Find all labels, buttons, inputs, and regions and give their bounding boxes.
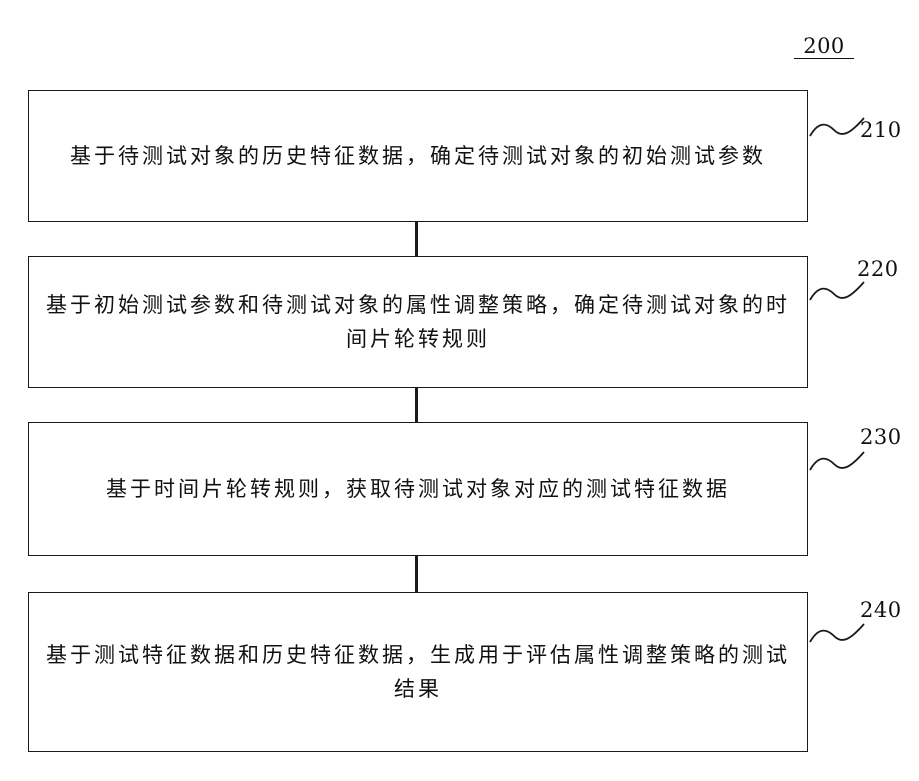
step-text-230: 基于时间片轮转规则，获取待测试对象对应的测试特征数据 (38, 472, 798, 506)
connector-210-220 (415, 222, 418, 256)
step-box-220: 基于初始测试参数和待测试对象的属性调整策略，确定待测试对象的时间片轮转规则 (28, 256, 808, 388)
leader-line-220 (808, 276, 868, 306)
figure-number: 200 (796, 34, 852, 58)
connector-230-240 (415, 556, 418, 592)
step-box-210: 基于待测试对象的历史特征数据，确定待测试对象的初始测试参数 (28, 90, 808, 222)
step-text-220: 基于初始测试参数和待测试对象的属性调整策略，确定待测试对象的时间片轮转规则 (38, 288, 798, 356)
step-text-240: 基于测试特征数据和历史特征数据，生成用于评估属性调整策略的测试结果 (38, 638, 798, 706)
connector-220-230 (415, 388, 418, 422)
figure-number-underline (794, 58, 854, 59)
step-box-240: 基于测试特征数据和历史特征数据，生成用于评估属性调整策略的测试结果 (28, 592, 808, 752)
step-text-210: 基于待测试对象的历史特征数据，确定待测试对象的初始测试参数 (38, 139, 798, 173)
leader-line-240 (808, 618, 868, 648)
step-box-230: 基于时间片轮转规则，获取待测试对象对应的测试特征数据 (28, 422, 808, 556)
leader-line-210 (808, 112, 868, 142)
leader-line-230 (808, 446, 868, 476)
